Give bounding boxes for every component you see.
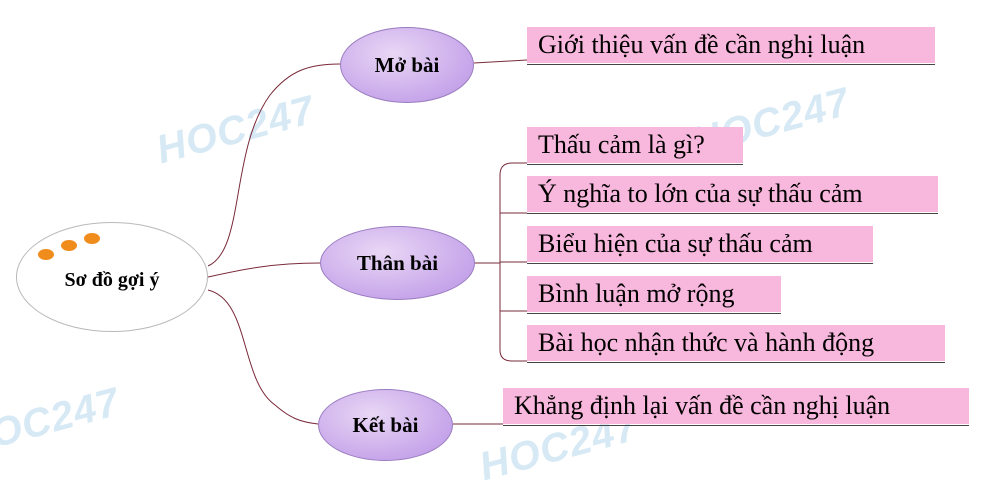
leaf-mo-bai-1: Giới thiệu vấn đề cần nghị luận [527, 27, 935, 65]
branch-mo-bai: Mở bài [340, 27, 474, 103]
root-label: Sơ đồ gợi ý [64, 269, 160, 291]
dot-icon [61, 240, 77, 251]
connector-root-ket-bai [207, 289, 319, 425]
leaf-than-bai-1: Thấu cảm là gì? [527, 127, 743, 165]
leaf-than-bai-4: Bình luận mở rộng [527, 276, 781, 314]
leaf-than-bai-2: Ý nghĩa to lớn của sự thấu cảm [527, 176, 938, 214]
connector-mo-bai-leaf [473, 59, 528, 64]
branch-than-bai: Thân bài [320, 226, 475, 300]
leaf-than-bai-5: Bài học nhận thức và hành động [527, 325, 945, 363]
connector-root-than-bai [207, 262, 321, 278]
root-node: Sơ đồ gợi ý [16, 222, 208, 332]
dot-icon [38, 249, 54, 260]
leaf-than-bai-3: Biểu hiện của sự thấu cảm [527, 226, 873, 264]
leaf-ket-bai-1: Khẳng định lại vấn đề cần nghị luận [503, 388, 969, 426]
dot-icon [84, 233, 100, 244]
connector-root-mo-bai [207, 63, 341, 267]
branch-ket-bai: Kết bài [318, 389, 453, 461]
